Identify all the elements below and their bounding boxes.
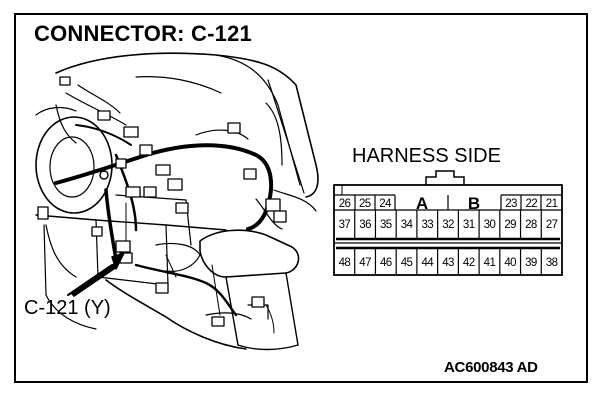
pin-number: 44 <box>421 257 434 269</box>
figure-code: AC600843 AD <box>444 359 538 376</box>
figure-frame: CONNECTOR: C-121 <box>14 13 588 383</box>
pin-number: 23 <box>505 198 517 210</box>
connector-callout-label: C-121 (Y) <box>24 297 111 319</box>
pin-number: 38 <box>546 257 558 269</box>
pin-number: 29 <box>504 219 516 231</box>
connector-title: CONNECTOR: C-121 <box>34 21 252 46</box>
pin-number: 46 <box>380 257 392 269</box>
pin-number: 21 <box>546 198 558 210</box>
pin-number: 26 <box>339 198 351 210</box>
pin-number: 45 <box>401 257 413 269</box>
pin-number: 28 <box>525 219 537 231</box>
pin-number: 41 <box>484 257 496 269</box>
pin-number: 35 <box>380 219 392 231</box>
pin-number: 47 <box>359 257 371 269</box>
pin-number: 40 <box>504 257 516 269</box>
pin-number: 33 <box>421 219 433 231</box>
dashboard-harness-illustration <box>35 52 319 351</box>
pin-number: 42 <box>463 257 475 269</box>
pin-number: 30 <box>484 219 496 231</box>
pin-number: 24 <box>379 198 392 210</box>
pin-number: 25 <box>359 198 371 210</box>
pin-number: 48 <box>339 257 351 269</box>
pin-number: 39 <box>525 257 537 269</box>
pin-number: 36 <box>359 219 371 231</box>
pin-number: 22 <box>526 198 538 210</box>
pin-number: 27 <box>546 219 558 231</box>
harness-side-label: HARNESS SIDE <box>352 145 501 167</box>
pin-number: 43 <box>442 257 454 269</box>
pin-number: 32 <box>442 219 454 231</box>
connector-section-b-label: B <box>468 194 480 213</box>
pin-number: 37 <box>339 219 351 231</box>
connector-section-a-label: A <box>416 194 428 213</box>
pin-number: 34 <box>401 219 414 231</box>
pin-number: 31 <box>463 219 475 231</box>
